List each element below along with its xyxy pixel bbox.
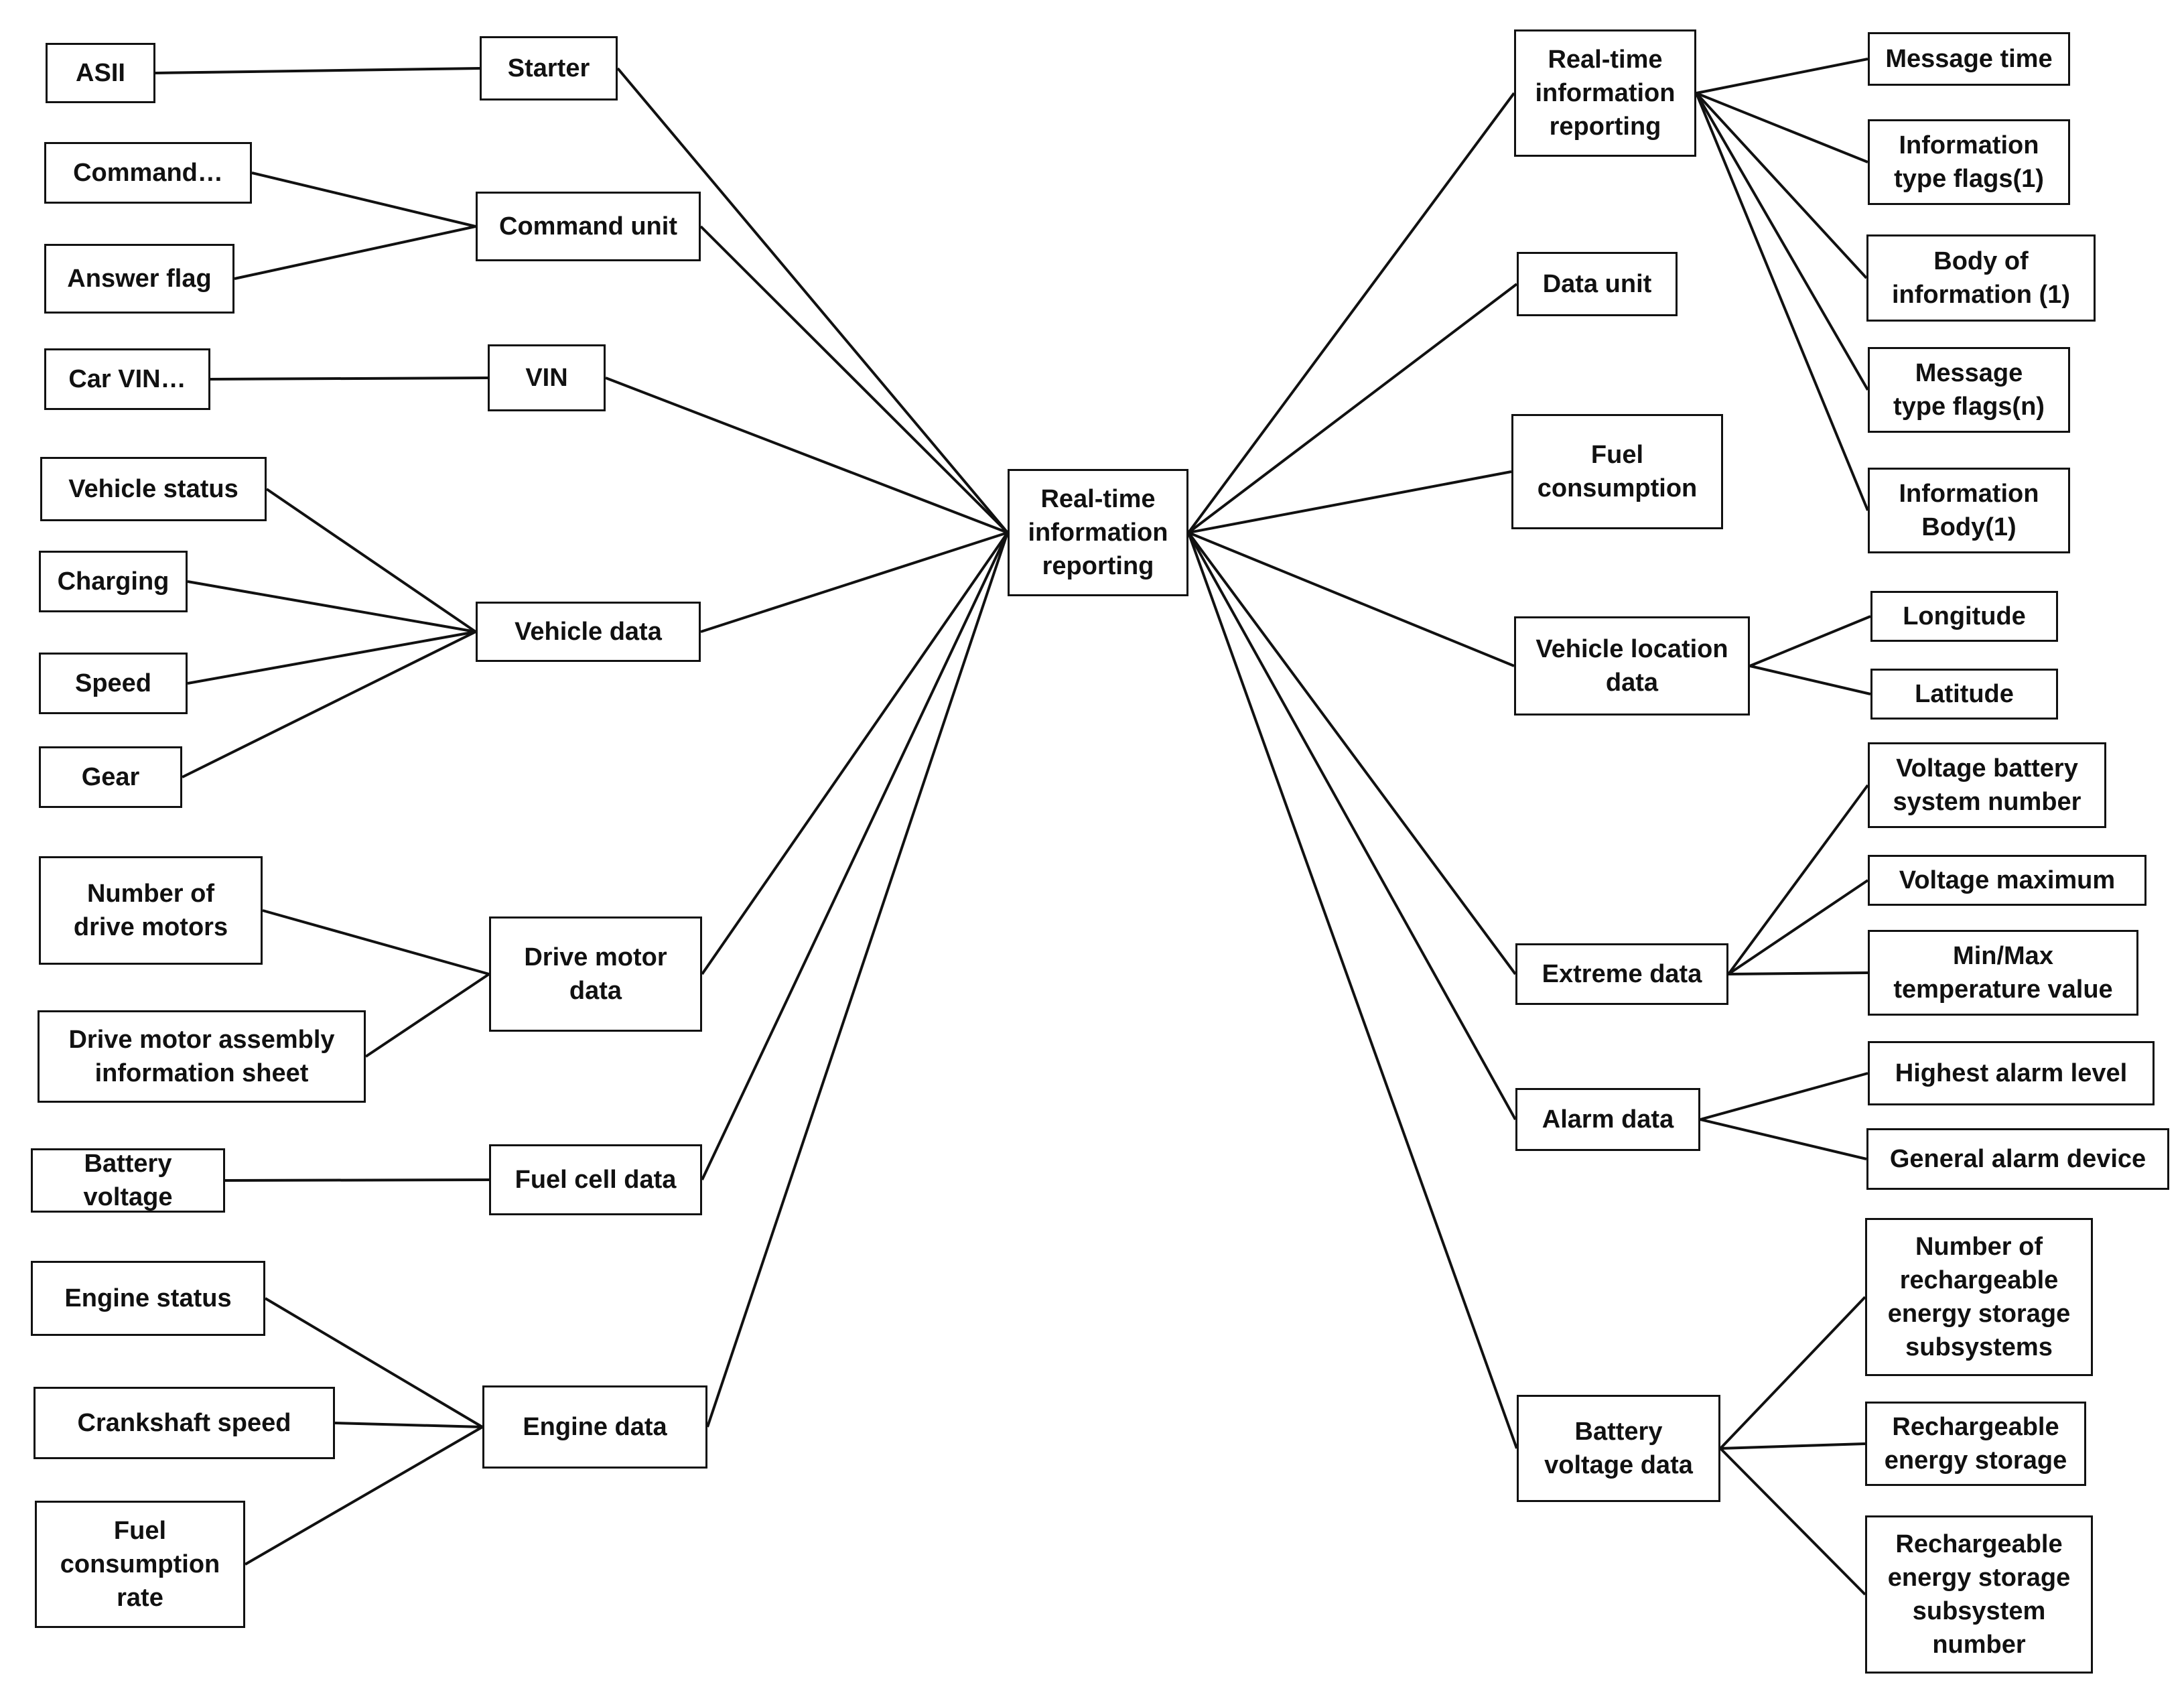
node-fuel-consumption: Fuel consumption: [1511, 414, 1723, 529]
edge-center-drive_motor_data: [701, 531, 1009, 975]
node-highest-alarm-level: Highest alarm level: [1868, 1041, 2155, 1105]
edge-command_unit-command: [251, 172, 476, 228]
edge-extreme_data-voltage_battery_sys_num: [1727, 784, 1869, 975]
edge-rt_info_reporting-message_type_flags: [1695, 92, 1869, 391]
node-data-unit: Data unit: [1517, 252, 1678, 316]
edge-rt_info_reporting-info_type_flags: [1696, 92, 1868, 163]
node-speed: Speed: [39, 653, 188, 714]
node-engine-data: Engine data: [482, 1385, 707, 1469]
edge-center-fuel_consumption: [1188, 470, 1512, 534]
node-center-real-time-information-reporting: Real-time information reporting: [1008, 469, 1188, 596]
edge-vehicle_data-charging: [187, 580, 476, 633]
edge-vehicle_location-longitude: [1749, 615, 1871, 667]
node-command-unit: Command unit: [476, 192, 701, 261]
edge-center-vehicle_data: [700, 531, 1008, 633]
edge-center-starter: [616, 67, 1009, 534]
edge-engine_data-engine_status: [264, 1297, 484, 1428]
node-command: Command…: [44, 142, 252, 204]
node-message-time: Message time: [1868, 32, 2070, 86]
node-fuel-consumption-rate: Fuel consumption rate: [35, 1501, 245, 1628]
node-alarm-data: Alarm data: [1515, 1088, 1700, 1151]
edge-alarm_data-highest_alarm: [1700, 1072, 1868, 1121]
node-min-max-temperature-value: Min/Max temperature value: [1868, 930, 2138, 1016]
edge-vehicle_data-gear: [182, 630, 476, 778]
edge-vin-car_vin: [210, 377, 488, 381]
node-information-type-flags: Information type flags(1): [1868, 119, 2070, 205]
edge-rt_info_reporting-body_of_info: [1695, 92, 1868, 279]
edge-command_unit-answer_flag: [234, 225, 476, 280]
node-car-vin: Car VIN…: [44, 348, 210, 410]
edge-center-battery_voltage_data: [1187, 532, 1518, 1449]
edge-center-vin: [605, 377, 1008, 534]
node-longitude: Longitude: [1870, 591, 2058, 642]
edge-vehicle_location-latitude: [1749, 665, 1871, 695]
edge-center-fuel_cell_data: [701, 532, 1009, 1180]
edge-vehicle_data-vehicle_status: [265, 488, 477, 633]
node-real-time-information-reporting: Real-time information reporting: [1514, 29, 1696, 157]
edge-rt_info_reporting-info_body: [1695, 92, 1869, 511]
node-vehicle-status: Vehicle status: [40, 457, 267, 521]
node-vehicle-data: Vehicle data: [476, 602, 701, 662]
edge-center-alarm_data: [1187, 532, 1517, 1120]
edge-center-data_unit: [1187, 283, 1518, 534]
edge-center-extreme_data: [1187, 531, 1517, 975]
node-crankshaft-speed: Crankshaft speed: [33, 1387, 335, 1459]
edge-battery_voltage_data-ress: [1720, 1442, 1866, 1450]
node-general-alarm-device: General alarm device: [1866, 1128, 2169, 1190]
node-extreme-data: Extreme data: [1515, 943, 1728, 1005]
edge-center-vehicle_location: [1188, 531, 1515, 667]
edge-battery_voltage_data-ress_num: [1719, 1447, 1866, 1596]
node-fuel-cell-data: Fuel cell data: [489, 1144, 702, 1215]
edge-drive_motor_data-num_drive_motors: [262, 909, 490, 975]
node-latitude: Latitude: [1870, 669, 2058, 720]
node-rechargeable-energy-storage: Rechargeable energy storage: [1865, 1402, 2086, 1486]
node-voltage-battery-system-number: Voltage battery system number: [1868, 742, 2106, 828]
edge-center-rt_info_reporting: [1187, 92, 1515, 534]
node-number-of-drive-motors: Number of drive motors: [39, 856, 263, 965]
node-information-body: Information Body(1): [1868, 468, 2070, 553]
node-vehicle-location-data: Vehicle location data: [1514, 616, 1750, 716]
node-asii: ASII: [46, 43, 155, 103]
node-rechargeable-energy-storage-subsystem-number: Rechargeable energy storage subsystem nu…: [1865, 1515, 2093, 1674]
node-body-of-information: Body of information (1): [1866, 234, 2096, 322]
node-battery-voltage-data: Battery voltage data: [1517, 1395, 1720, 1502]
node-battery-voltage: Battery voltage: [31, 1148, 225, 1213]
node-engine-status: Engine status: [31, 1261, 265, 1336]
edge-center-engine_data: [706, 532, 1009, 1428]
edge-starter-asii: [155, 67, 480, 74]
edge-extreme_data-min_max_temp: [1728, 971, 1868, 975]
node-voltage-maximum: Voltage maximum: [1868, 855, 2146, 906]
edge-alarm_data-general_alarm: [1700, 1118, 1867, 1160]
edge-drive_motor_data-drive_motor_assembly: [364, 973, 490, 1058]
node-gear: Gear: [39, 746, 182, 808]
node-answer-flag: Answer flag: [44, 244, 234, 314]
node-vin: VIN: [488, 344, 606, 411]
node-charging: Charging: [39, 551, 188, 612]
node-number-of-rechargeable-energy-storage-subsystems: Number of rechargeable energy storage su…: [1865, 1218, 2093, 1376]
edge-vehicle_data-speed: [187, 630, 476, 685]
edge-engine_data-crankshaft_speed: [334, 1422, 483, 1428]
edge-engine_data-fuel_consumption_rate: [244, 1426, 484, 1566]
node-message-type-flags: Message type flags(n): [1868, 347, 2070, 433]
edge-battery_voltage_data-num_ress: [1719, 1296, 1866, 1450]
edge-center-command_unit: [699, 225, 1009, 534]
edge-extreme_data-voltage_maximum: [1727, 879, 1869, 975]
node-starter: Starter: [480, 36, 618, 100]
node-drive-motor-assembly-information-sheet: Drive motor assembly information sheet: [38, 1010, 366, 1103]
node-drive-motor-data: Drive motor data: [489, 916, 702, 1032]
edge-rt_info_reporting-message_time: [1696, 58, 1868, 94]
